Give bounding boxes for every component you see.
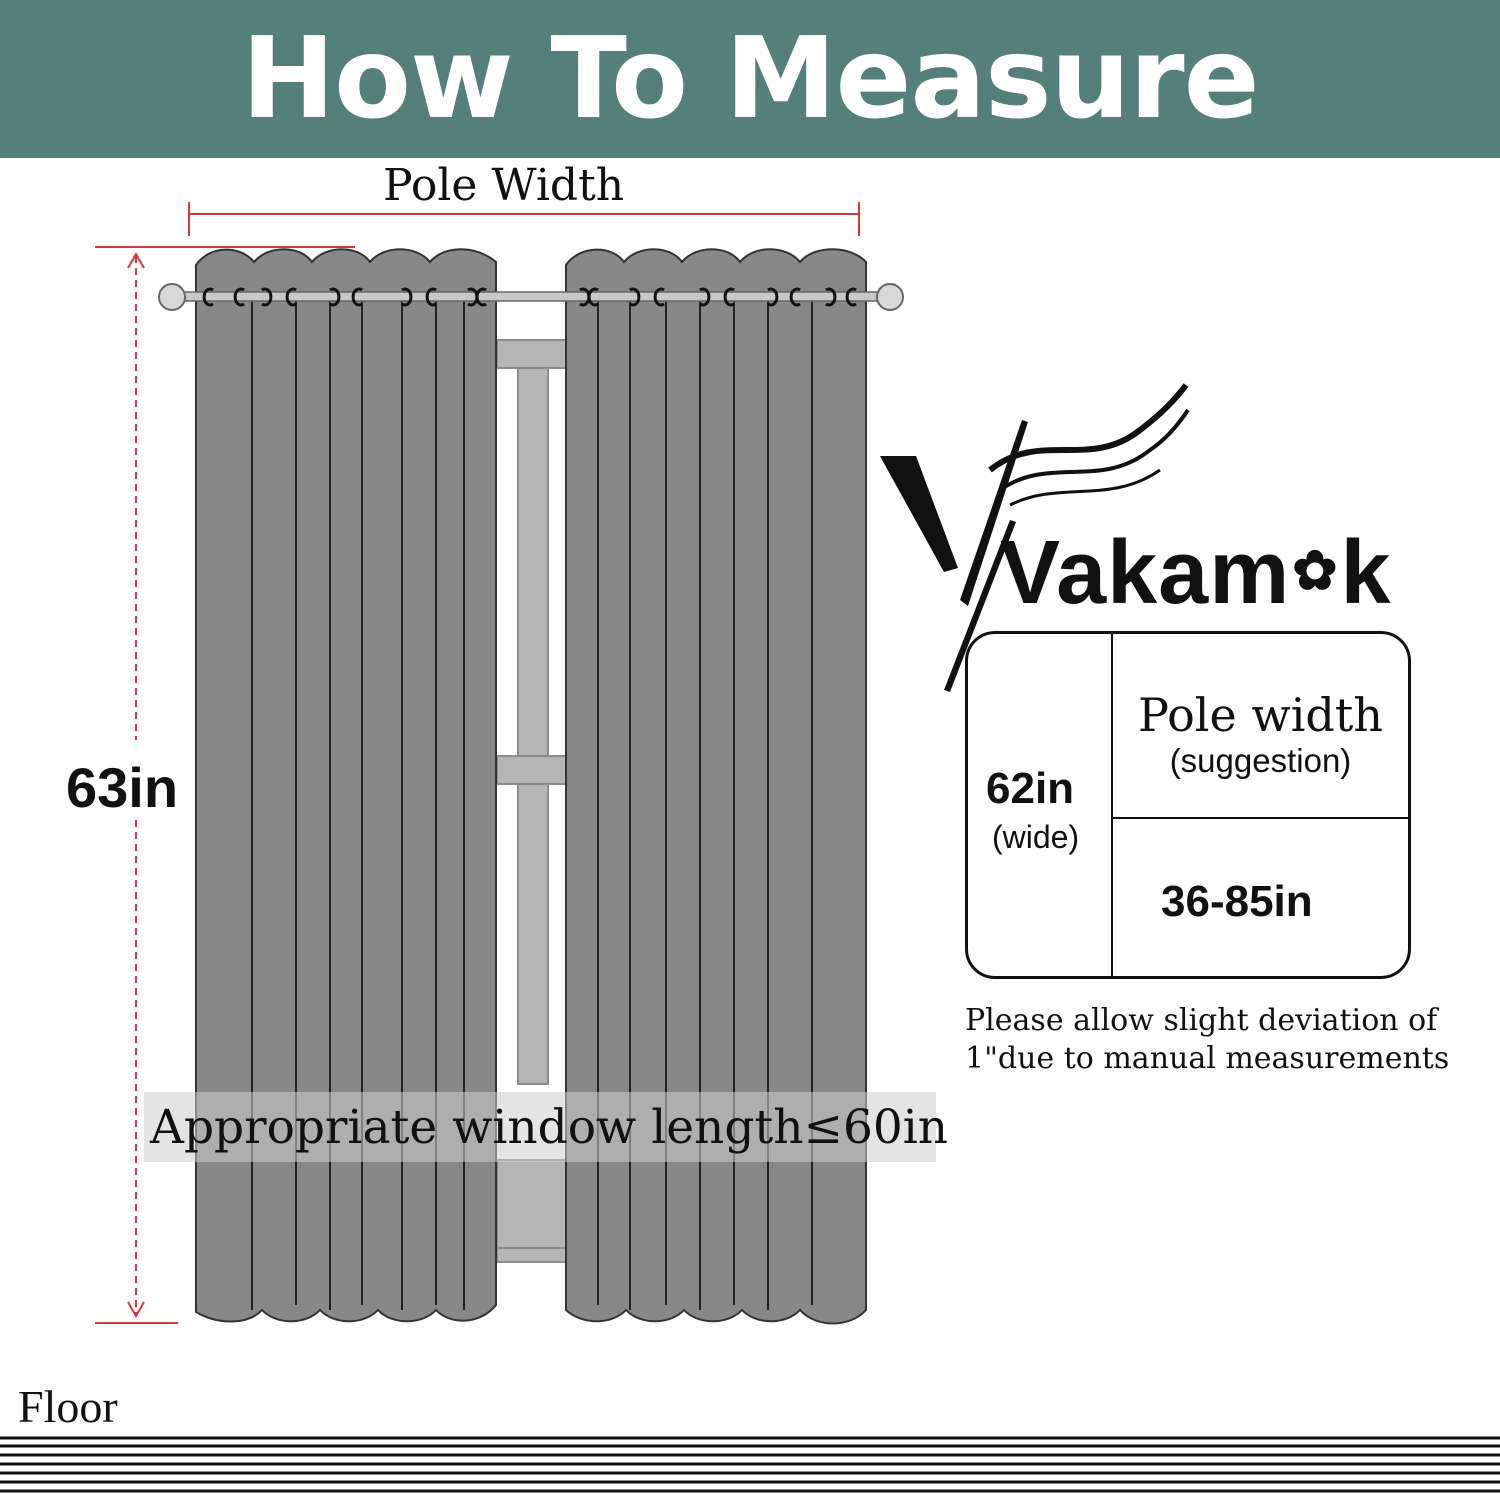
pole-width-range: 36-85in [1161, 877, 1313, 926]
curtain-width-sub: (wide) [992, 819, 1080, 855]
flower-icon: ✿ [1292, 541, 1339, 601]
pole-width-label: Pole Width [383, 160, 625, 211]
curtain-panel-left [195, 248, 497, 1323]
page-title: How To Measure [241, 14, 1259, 144]
header-banner: How To Measure [0, 0, 1500, 158]
curtain-panel-right [565, 248, 867, 1325]
size-table-width-cell: 62in (wide) [968, 634, 1113, 976]
size-table: 62in (wide) Pole width (suggestion) 36-8… [965, 631, 1411, 979]
pole-width-suggestion: (suggestion) [1169, 742, 1352, 779]
curtain-width-value: 62in [986, 764, 1075, 813]
brand-name-end: k [1340, 523, 1392, 623]
curtain-rod [158, 283, 904, 311]
window-frame [496, 339, 570, 1263]
brand-swash-icon [880, 383, 1190, 692]
pole-width-measure-line [188, 202, 860, 236]
curtain-height-value: 63in [66, 756, 179, 819]
floor-stripes [0, 1436, 1500, 1493]
height-measure-line [95, 246, 355, 1324]
size-table-range-cell: 36-85in [1113, 819, 1408, 976]
brand-name-start: Vakam [1000, 523, 1291, 623]
window-length-note: Appropriate window length≤60in [144, 1092, 948, 1162]
grommet-rings [202, 287, 857, 307]
deviation-note: Please allow slight deviation of 1"due t… [965, 1003, 1450, 1076]
pole-width-header: Pole width [1138, 688, 1383, 742]
floor-label: Floor [18, 1381, 118, 1432]
size-table-header-cell: Pole width (suggestion) [1113, 634, 1408, 819]
brand-logo: Vakam✿k [1000, 528, 1392, 618]
